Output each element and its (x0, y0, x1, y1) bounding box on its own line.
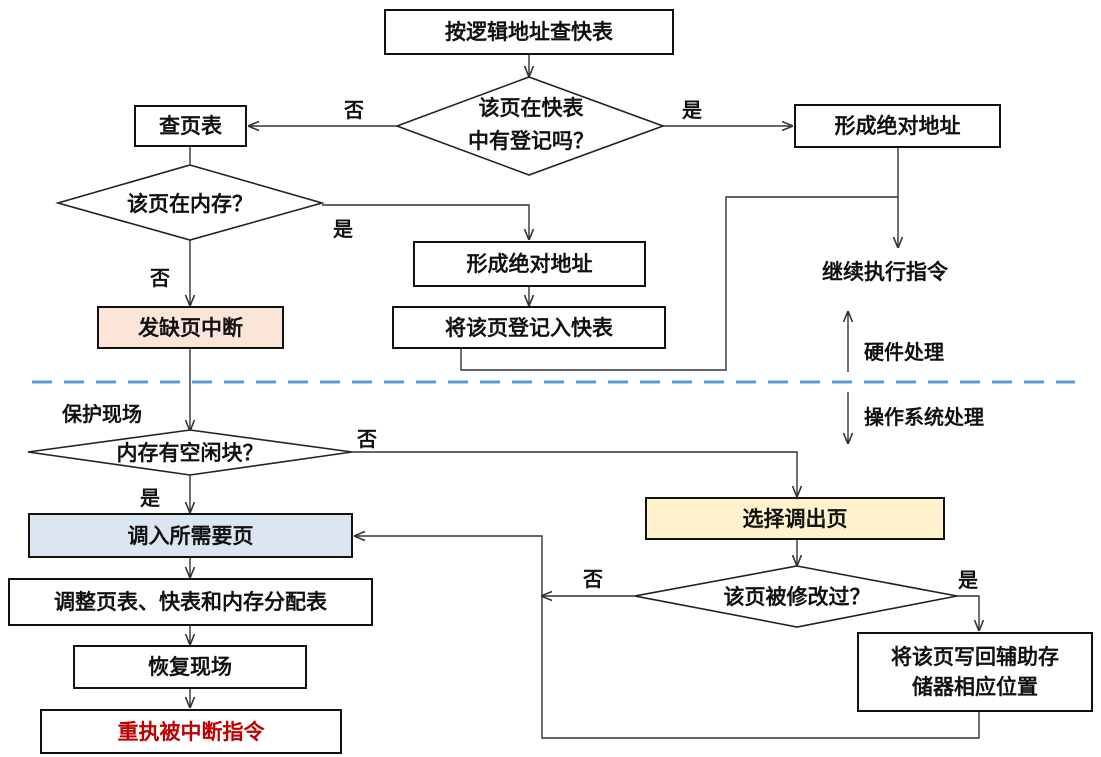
box-lookup-tlb: 按逻辑地址查快表 (384, 9, 674, 55)
decision-in-memory (55, 164, 325, 241)
edge-writeback-to-load (355, 536, 980, 739)
label-hardware-layer: 硬件处理 (864, 340, 944, 364)
box-form-abs-addr-top: 形成绝对地址 (794, 104, 1001, 148)
edge-reg-to-continue (460, 196, 898, 371)
edge-label-mem-yes: 是 (333, 217, 353, 241)
edge-label-tlb-yes: 是 (682, 98, 702, 122)
edge-label-tlb-no: 否 (344, 98, 364, 122)
edge-label-free-yes: 是 (140, 486, 160, 510)
edge-label-mod-no: 否 (583, 567, 603, 591)
edge-label-mem-no: 否 (150, 266, 170, 290)
box-form-abs-addr-mid: 形成绝对地址 (413, 241, 646, 287)
label-continue-exec: 继续执行指令 (822, 260, 948, 284)
box-adjust-tables: 调整页表、快表和内存分配表 (8, 578, 373, 626)
box-check-page-table: 查页表 (134, 105, 247, 147)
decision-in-memory-label: 该页在内存？ (127, 192, 253, 216)
decision-in-tlb-line1: 该页在快表 (479, 96, 585, 120)
edge-memq-yes (322, 204, 529, 239)
decision-free-block-label: 内存有空闲块？ (117, 441, 264, 465)
edge-modq-yes (957, 595, 979, 630)
decision-modified-label: 该页被修改过？ (724, 585, 871, 609)
decision-modified (634, 565, 958, 628)
decision-in-tlb (394, 76, 666, 176)
label-os-layer: 操作系统处理 (864, 405, 984, 429)
box-select-swap-out: 选择调出页 (645, 497, 945, 540)
box-restore-context: 恢复现场 (73, 645, 307, 689)
box-register-tlb: 将该页登记入快表 (392, 306, 666, 349)
edge-freeq-no (352, 451, 797, 496)
box-write-back-line1: 将该页写回辅助存 (891, 645, 1059, 669)
box-page-fault: 发缺页中断 (97, 306, 284, 349)
box-load-page: 调入所需要页 (28, 513, 353, 558)
label-save-context: 保护现场 (62, 402, 142, 426)
decision-in-tlb-line2: 中有登记吗？ (468, 129, 594, 153)
box-write-back-line2: 储器相应位置 (912, 675, 1038, 699)
decision-free-block (27, 429, 353, 476)
box-write-back: 将该页写回辅助存 储器相应位置 (857, 632, 1093, 712)
box-re-exec: 重执被中断指令 (40, 709, 342, 754)
edge-label-mod-yes: 是 (958, 568, 978, 592)
edge-label-free-no: 否 (357, 427, 377, 451)
